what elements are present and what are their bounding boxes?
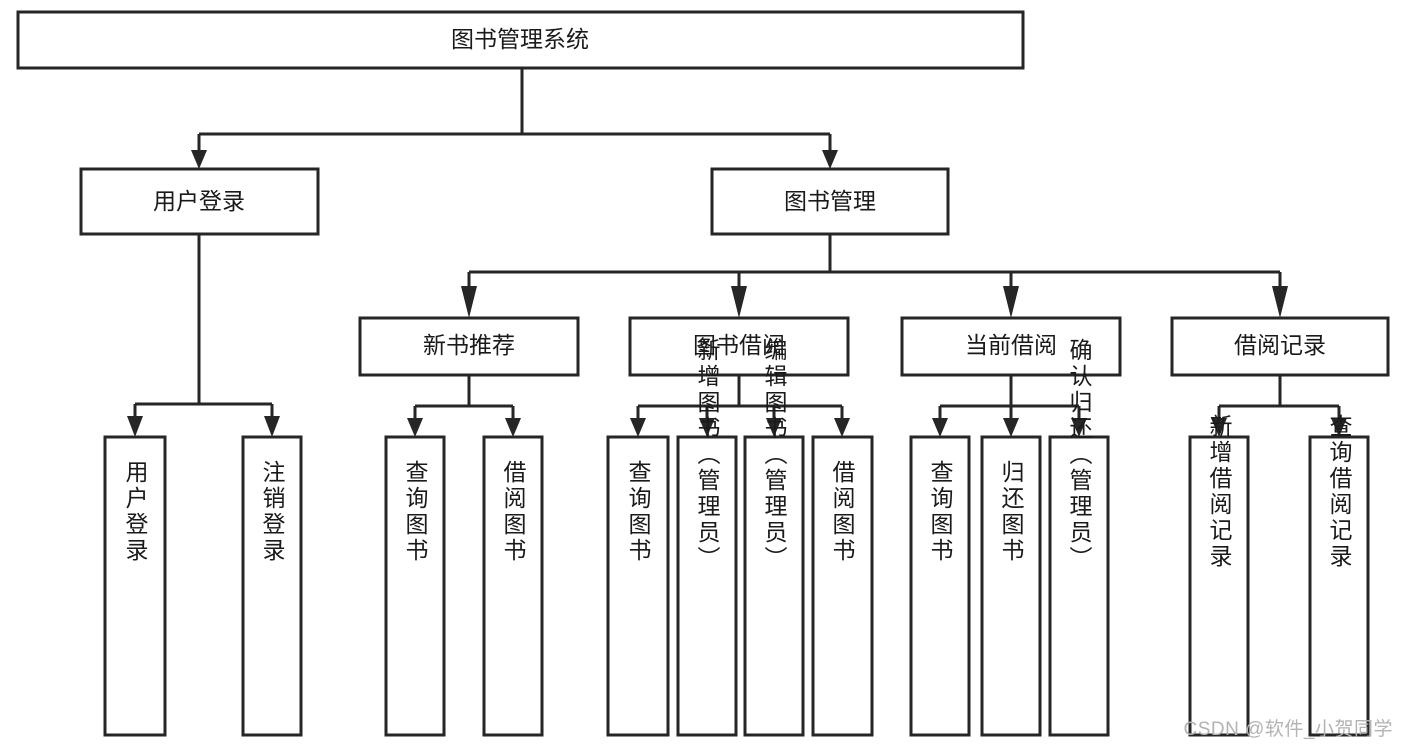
leaf-borrow-books-rec-box[interactable] <box>482 435 544 737</box>
node-book-management-label: 图书管理 <box>784 188 876 214</box>
node-root-book-management-system[interactable]: 图书管理系统 <box>16 10 1025 70</box>
node-book-management[interactable]: 图书管理 <box>710 167 950 236</box>
leaf-return-book[interactable]: 归还图书 <box>980 435 1042 737</box>
leaf-query-borrow-record[interactable]: 查询借阅记录 <box>1308 414 1370 737</box>
leaf-add-book-admin-label: 新增图书（管理员） <box>694 338 721 572</box>
arrow-user-login-leaf-1 <box>127 416 143 437</box>
arrow-root-to-user-login <box>191 150 207 169</box>
node-borrow-record[interactable]: 借阅记录 <box>1170 316 1390 377</box>
node-current-borrow-label: 当前借阅 <box>965 332 1057 358</box>
leaf-borrow-books-rec[interactable]: 借阅图书 <box>482 435 544 737</box>
leaf-query-books-current-label: 查询图书 <box>927 460 954 564</box>
arrow-new-book-rec-leaf-2 <box>505 418 521 437</box>
node-new-book-recommend-label: 新书推荐 <box>423 332 515 358</box>
arrow-current-borrow-leaf-1 <box>932 418 948 437</box>
leaf-return-book-box[interactable] <box>980 435 1042 737</box>
connector-group-root <box>191 68 838 169</box>
leaf-add-borrow-record-label: 新增借阅记录 <box>1206 414 1233 570</box>
arrow-root-to-book-manage <box>822 150 838 169</box>
leaf-confirm-return-admin-label: 确认归还（管理员） <box>1066 338 1093 572</box>
connector-group-book-borrow <box>630 375 850 437</box>
leaf-logout-label: 注销登录 <box>259 460 286 564</box>
leaf-confirm-return-admin[interactable]: 确认归还（管理员） <box>1048 338 1110 737</box>
arrow-borrow-record-leaf-1 <box>1211 418 1227 437</box>
node-current-borrow[interactable]: 当前借阅 <box>900 316 1122 377</box>
leaf-add-book-admin-box[interactable] <box>676 435 738 737</box>
node-book-management-box[interactable] <box>710 167 950 236</box>
leaf-query-books-rec-box[interactable] <box>384 435 446 737</box>
leaf-borrow-books-rec-label: 借阅图书 <box>500 460 527 564</box>
leaf-borrow-book[interactable]: 借阅图书 <box>811 435 874 737</box>
node-borrow-record-label: 借阅记录 <box>1234 332 1326 358</box>
leaf-edit-book-admin-label: 编辑图书（管理员） <box>761 338 788 572</box>
arrow-to-borrow-record <box>1272 286 1288 318</box>
node-borrow-record-box[interactable] <box>1170 316 1390 377</box>
leaf-return-book-label: 归还图书 <box>998 460 1025 564</box>
leaf-borrow-book-box[interactable] <box>811 435 874 737</box>
leaf-add-book-admin[interactable]: 新增图书（管理员） <box>676 338 738 737</box>
arrow-to-new-book-rec <box>461 286 477 318</box>
leaf-add-borrow-record-box[interactable] <box>1188 435 1250 737</box>
node-user-login-label: 用户登录 <box>153 188 245 214</box>
leaf-edit-book-admin[interactable]: 编辑图书（管理员） <box>743 338 805 737</box>
node-new-book-recommend[interactable]: 新书推荐 <box>358 316 580 377</box>
node-user-login[interactable]: 用户登录 <box>79 167 320 236</box>
leaf-add-borrow-record[interactable]: 新增借阅记录 <box>1188 414 1250 737</box>
node-book-borrow-box[interactable] <box>628 316 850 377</box>
node-book-borrow-label: 图书借阅 <box>693 332 785 358</box>
leaf-query-books-current-box[interactable] <box>909 435 971 737</box>
arrow-current-borrow-leaf-3 <box>1071 418 1087 437</box>
leaf-query-books-current[interactable]: 查询图书 <box>909 435 971 737</box>
connector-group-new-book-rec <box>407 375 521 437</box>
node-current-borrow-box[interactable] <box>900 316 1122 377</box>
node-new-book-recommend-box[interactable] <box>358 316 580 377</box>
node-root-box[interactable] <box>16 10 1025 70</box>
arrow-borrow-record-leaf-2 <box>1331 418 1347 437</box>
leaf-user-login-box[interactable] <box>103 435 167 737</box>
connector-group-current-borrow <box>932 375 1087 437</box>
arrow-user-login-leaf-2 <box>264 416 280 437</box>
connector-group-book-manage <box>461 234 1288 318</box>
leaf-query-books-rec[interactable]: 查询图书 <box>384 435 446 737</box>
leaf-query-borrow-record-box[interactable] <box>1308 435 1370 737</box>
connector-group-borrow-record <box>1211 375 1347 437</box>
leaf-borrow-book-label: 借阅图书 <box>829 460 856 564</box>
arrow-to-current-borrow <box>1003 286 1019 318</box>
leaf-query-borrow-record-label: 查询借阅记录 <box>1326 414 1353 570</box>
arrow-book-borrow-leaf-4 <box>834 418 850 437</box>
leaf-query-books-borrow-box[interactable] <box>606 435 670 737</box>
leaf-confirm-return-admin-box[interactable] <box>1048 435 1110 737</box>
leaf-logout-box[interactable] <box>241 435 303 737</box>
node-user-login-box[interactable] <box>79 167 320 236</box>
node-book-borrow[interactable]: 图书借阅 <box>628 316 850 377</box>
leaf-user-login-label: 用户登录 <box>122 460 149 564</box>
arrow-book-borrow-leaf-3 <box>766 418 782 437</box>
leaf-edit-book-admin-box[interactable] <box>743 435 805 737</box>
leaf-query-books-borrow[interactable]: 查询图书 <box>606 435 670 737</box>
leaf-query-books-borrow-label: 查询图书 <box>625 460 652 564</box>
arrow-to-book-borrow <box>731 286 747 318</box>
arrow-current-borrow-leaf-2 <box>1003 418 1019 437</box>
arrow-new-book-rec-leaf-1 <box>407 418 423 437</box>
connector-group-user-login <box>127 234 280 437</box>
leaf-logout[interactable]: 注销登录 <box>241 435 303 737</box>
leaf-query-books-rec-label: 查询图书 <box>402 460 429 564</box>
arrow-book-borrow-leaf-1 <box>630 418 646 437</box>
node-root-label: 图书管理系统 <box>451 26 589 52</box>
arrow-book-borrow-leaf-2 <box>699 418 715 437</box>
leaf-user-login[interactable]: 用户登录 <box>103 435 167 737</box>
